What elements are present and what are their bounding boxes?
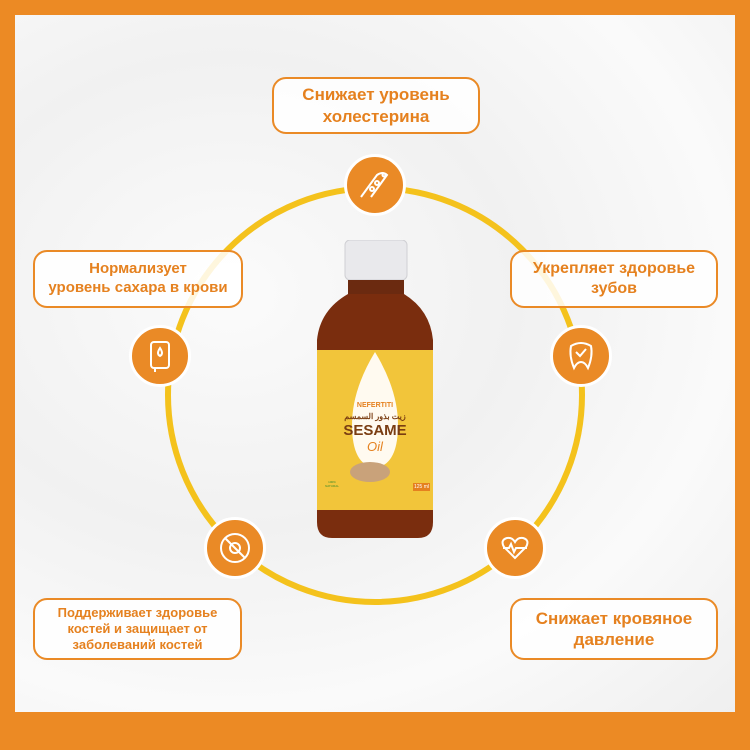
- brand-logo-text: NEFERTITI: [356, 402, 394, 409]
- benefit-text: зубов: [591, 280, 637, 297]
- benefit-text: Снижает кровяное: [535, 608, 693, 628]
- joint-icon: [204, 517, 266, 579]
- benefit-text: Укрепляет здоровье: [532, 260, 696, 277]
- benefit-text: уровень сахара в крови: [48, 279, 228, 296]
- heart-pressure-icon: [484, 517, 546, 579]
- benefit-blood-sugar: Нормализует уровень сахара в крови: [33, 250, 243, 308]
- natural-badge: 100% NATURAL: [325, 480, 339, 488]
- benefit-blood-pressure: Снижает кровяное давление: [510, 598, 718, 660]
- benefit-text: холестерина: [322, 106, 430, 126]
- artery-icon: [344, 154, 406, 216]
- benefit-text: Нормализует: [89, 260, 187, 278]
- glucometer-icon: [129, 325, 191, 387]
- benefit-cholesterol: Снижает уровень холестерина: [272, 77, 480, 134]
- benefit-text: Снижает уровень: [302, 85, 450, 105]
- tooth-icon: [550, 325, 612, 387]
- benefit-text: костей и защищает от: [67, 620, 208, 636]
- benefit-text: Поддерживает здоровье: [57, 604, 218, 620]
- product-subname: Oil: [367, 439, 383, 454]
- sesame-oil-bottle: NEFERTITI زيت بذور السمسم SESAME Oil 125…: [312, 239, 438, 540]
- benefit-text: давление: [573, 630, 655, 649]
- benefit-text: заболеваний костей: [72, 637, 203, 653]
- product-name: SESAME: [343, 422, 407, 439]
- benefit-teeth: Укрепляет здоровье зубов: [510, 250, 718, 308]
- volume-label: 125 ml: [413, 483, 431, 491]
- product-arabic-name: زيت بذور السمسم: [344, 412, 406, 421]
- benefit-bones: Поддерживает здоровье костей и защищает …: [33, 598, 242, 660]
